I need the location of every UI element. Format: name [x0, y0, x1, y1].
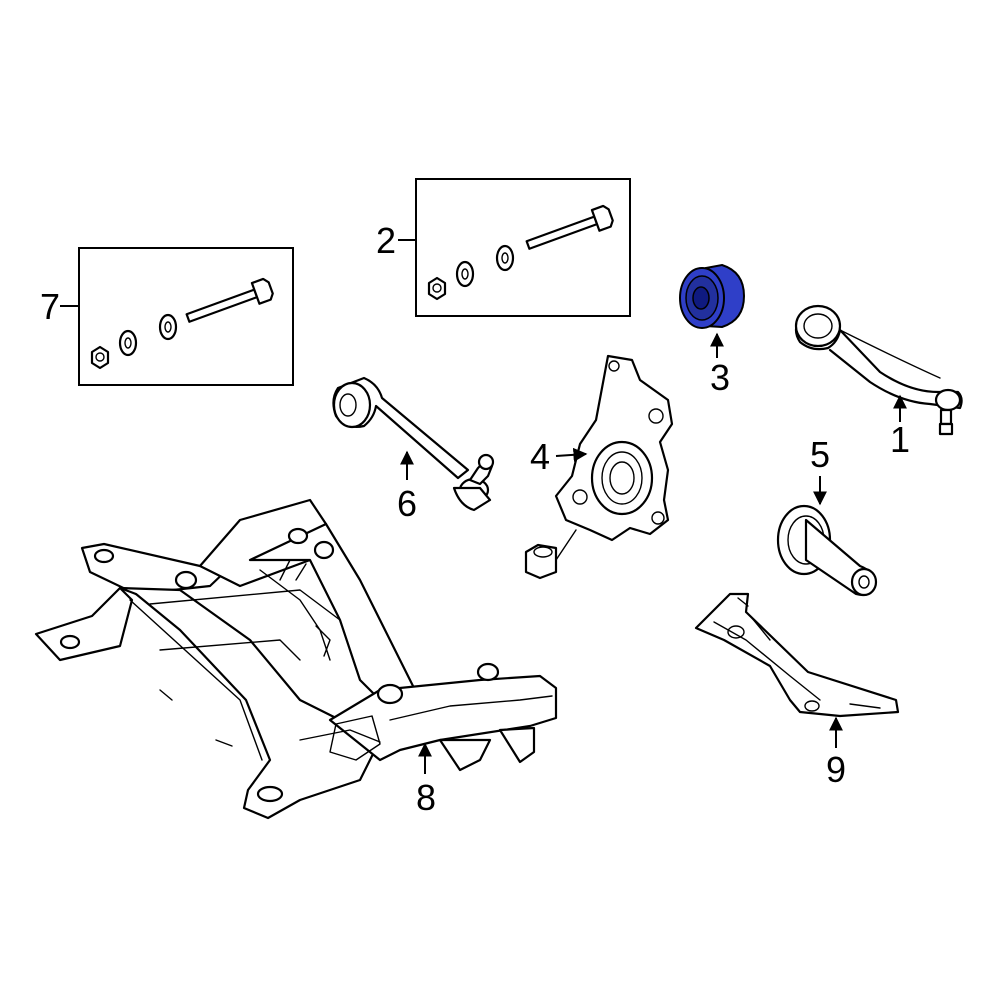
callout-7: 7	[40, 286, 60, 327]
subframe-8[interactable]	[34, 498, 558, 820]
callout-5: 5	[810, 434, 830, 475]
link-arm-6[interactable]	[332, 376, 495, 512]
callout-1: 1	[890, 419, 910, 460]
callout-4: 4	[530, 436, 550, 477]
callout-3: 3	[710, 357, 730, 398]
brace-9[interactable]	[694, 592, 900, 718]
callout-2: 2	[376, 220, 396, 261]
callout-9: 9	[826, 749, 846, 790]
callout-labels: 1 2 3 4 5 6 7 8 9	[40, 220, 910, 818]
hardware-kit-7[interactable]	[78, 247, 294, 386]
control-arm-1[interactable]	[794, 304, 963, 436]
hardware-kit-2[interactable]	[415, 178, 631, 317]
knuckle-4[interactable]	[524, 354, 674, 580]
leader-lines	[60, 239, 907, 774]
hub-5[interactable]	[776, 504, 878, 597]
callout-6: 6	[397, 483, 417, 524]
bushing-3[interactable]	[679, 263, 746, 329]
callout-8: 8	[416, 777, 436, 818]
